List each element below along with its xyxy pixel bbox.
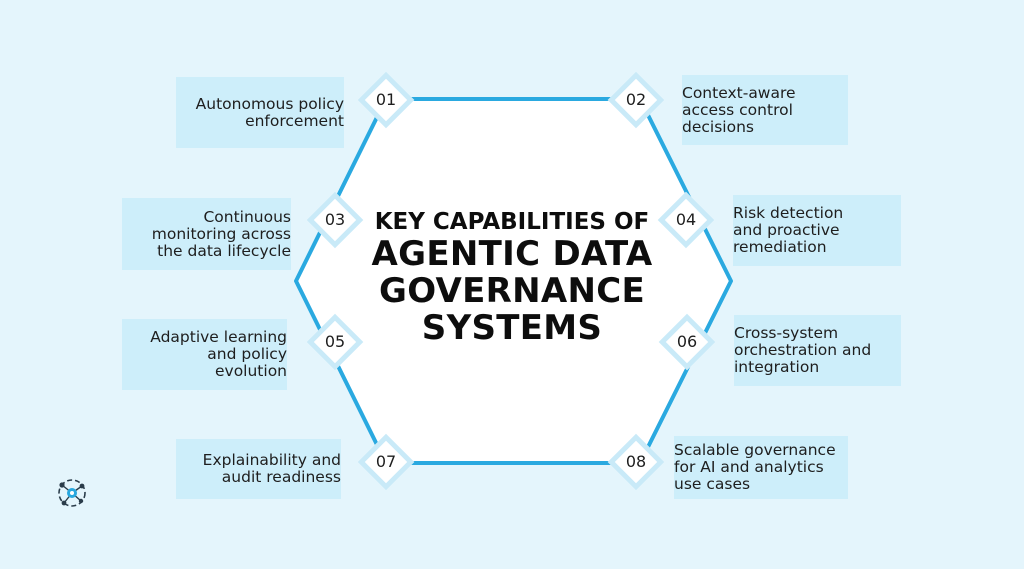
badge-number-01: 01 [375,90,397,109]
badge-number-06: 06 [676,332,698,351]
capability-label-03: Continuous monitoring across the data li… [122,198,291,270]
badge-number-05: 05 [324,332,346,351]
badge-number-02: 02 [625,90,647,109]
title-line-2: AGENTIC DATA GOVERNANCE SYSTEMS [371,234,653,348]
badge-number-07: 07 [375,452,397,471]
capability-text-03: Continuous monitoring across the data li… [151,207,291,260]
diagram-title: KEY CAPABILITIES OF AGENTIC DATA GOVERNA… [352,208,672,347]
capability-text-01: Autonomous policy enforcement [195,94,344,130]
capability-label-08: Scalable governance for AI and analytics… [674,436,848,499]
capability-text-08: Scalable governance for AI and analytics… [674,441,836,493]
network-node-icon [58,479,86,507]
capability-text-06: Cross-system orchestration and integrati… [734,324,872,376]
badge-number-03: 03 [324,210,346,229]
capability-label-06: Cross-system orchestration and integrati… [734,315,901,386]
badge-number-04: 04 [675,210,697,229]
capability-label-04: Risk detection and proactive remediation [733,195,901,266]
capability-label-02: Context-aware access control decisions [682,75,848,145]
capability-text-05: Adaptive learning and policy evolution [150,328,287,380]
capability-text-04: Risk detection and proactive remediation [733,204,844,256]
capability-label-07: Explainability and audit readiness [176,439,341,499]
capability-label-05: Adaptive learning and policy evolution [122,319,287,390]
title-line-1: KEY CAPABILITIES OF [374,209,650,235]
capability-label-01: Autonomous policy enforcement [176,77,344,148]
capability-text-07: Explainability and audit readiness [202,451,341,486]
badge-number-08: 08 [625,452,647,471]
capability-text-02: Context-aware access control decisions [682,83,796,136]
